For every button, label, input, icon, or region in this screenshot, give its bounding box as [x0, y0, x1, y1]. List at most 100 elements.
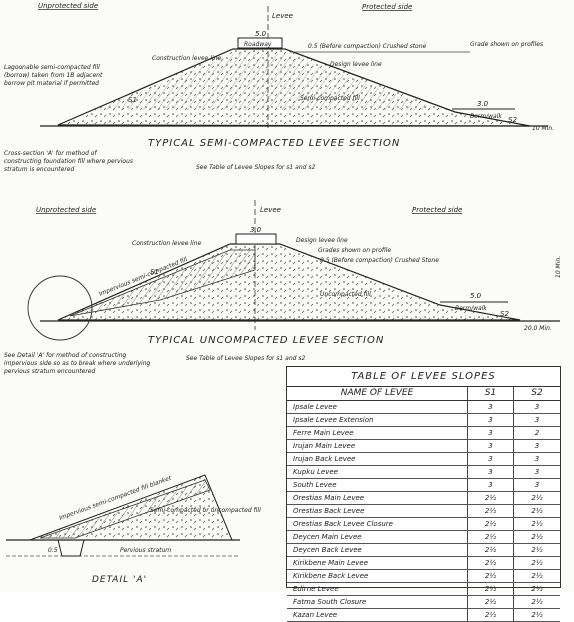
detail-a: Impervious semi-compacted fill blanket S…	[6, 474, 261, 585]
row-s2: 3	[534, 455, 540, 463]
row-name: Kirikbene Back Levee	[287, 570, 468, 582]
cutoff-trench	[57, 539, 85, 557]
roadway-label: Roadway	[244, 41, 272, 48]
row-name: Orestias Back Levee Closure	[287, 518, 468, 530]
detail-callout-circle	[27, 275, 93, 341]
drawing-sheet: Levee Unprotected side Protected side 5.…	[4, 2, 562, 622]
section-title-2: TYPICAL UNCOMPACTED LEVEE SECTION	[148, 335, 384, 346]
row-s2: 2½	[531, 572, 543, 580]
row-name: Deycen Main Levee	[287, 531, 468, 543]
row-name: Kupku Levee	[287, 466, 468, 478]
row-s1: 2½	[468, 583, 514, 595]
detail-pervious-label: Pervious stratum	[120, 547, 171, 554]
levee-drawing: Levee Unprotected side Protected side 5.…	[4, 2, 562, 585]
roadway-box	[237, 37, 283, 49]
s1-label-2: S1	[150, 268, 159, 276]
borrow-note: Lagoonable semi-compacted fill (borrow) …	[4, 64, 103, 87]
row-s2: 2½	[531, 520, 543, 528]
row-name: Edirne Levee	[287, 583, 468, 595]
row-s1: 3	[468, 414, 514, 426]
row-s2: 3	[534, 442, 540, 450]
row-s1: 2½	[468, 492, 514, 504]
row-s2: 2½	[531, 585, 543, 593]
grades-note: Grades shown on profile	[318, 247, 391, 254]
left-note-box: Cross-section 'A' for method of construc…	[4, 150, 133, 173]
row-s1: 3	[468, 466, 514, 478]
design-line-note-2: Design levee line	[296, 237, 348, 244]
compaction-note: 0.5 (Before compaction) Crushed stone	[308, 43, 427, 50]
table-header: NAME OF LEVEE S1 S2	[287, 387, 560, 401]
unprotected-side-label-2: Unprotected side	[36, 206, 96, 214]
borrow-note-box: Lagoonable semi-compacted fill (borrow) …	[4, 64, 103, 87]
left-note-2: See Detail 'A' for method of constructin…	[4, 352, 151, 375]
protected-side-label: Protected side	[362, 3, 412, 11]
impervious-fill	[69, 249, 256, 317]
unprotected-side-label: Unprotected side	[38, 2, 98, 10]
row-s2: 3	[534, 416, 540, 424]
berm-label: Berm/walk	[470, 113, 502, 120]
row-s2: 2½	[531, 507, 543, 515]
row-name: Deycen Back Levee	[287, 544, 468, 556]
detail-dim: 0.5	[48, 547, 58, 554]
s2-label: S2	[508, 116, 517, 124]
row-s2: 2½	[531, 559, 543, 567]
width-note: 10 Min.	[532, 125, 554, 132]
crown-width-dim: 5.0	[255, 30, 267, 38]
berm-width-dim: 3.0	[477, 100, 489, 108]
semi-compacted-section: Levee Unprotected side Protected side 5.…	[4, 2, 554, 173]
grade-shown-note: Grade shown on profiles	[470, 41, 543, 48]
row-name: Fatma South Closure	[287, 596, 468, 608]
levee-label-2: Levee	[260, 206, 281, 214]
berm-width-dim-2: 5.0	[470, 292, 482, 300]
row-s1: 2½	[468, 544, 514, 556]
height-note: 10 Min.	[555, 256, 562, 278]
row-s2: 2½	[531, 598, 543, 606]
semi-fill-label: Semi-compacted fill	[300, 95, 360, 102]
row-s2: 2½	[531, 533, 543, 541]
row-name: Kazan Levee	[287, 609, 468, 621]
detail-semi-label: Semi-compacted or uncompacted fill	[150, 507, 261, 514]
row-s1: 3	[468, 453, 514, 465]
row-name: Ferre Main Levee	[287, 427, 468, 439]
s2-label-2: S2	[500, 310, 509, 318]
row-s1: 3	[468, 401, 514, 413]
detail-title: DETAIL 'A'	[92, 575, 147, 585]
width-note-2: 20.0 Min.	[524, 325, 552, 332]
row-name: Orestias Main Levee	[287, 492, 468, 504]
row-name: Kirikbene Main Levee	[287, 557, 468, 569]
row-s1: 2½	[468, 596, 514, 608]
row-name: Irujan Main Levee	[287, 440, 468, 452]
row-s2: 2½	[531, 611, 543, 619]
header-s2: S2	[531, 388, 543, 398]
left-note: Cross-section 'A' for method of construc…	[4, 150, 133, 173]
s1-label: S1	[128, 96, 137, 104]
row-s2: 3	[534, 468, 540, 476]
section-title: TYPICAL SEMI-COMPACTED LEVEE SECTION	[148, 138, 400, 149]
left-note-box-2: See Detail 'A' for method of constructin…	[4, 352, 151, 375]
row-s2: 2	[534, 429, 540, 437]
protected-side-label-2: Protected side	[412, 206, 462, 214]
levee-slopes-table: TABLE OF LEVEE SLOPES NAME OF LEVEE S1 S…	[286, 366, 561, 622]
row-s1: 3	[468, 440, 514, 452]
row-s1: 3	[468, 479, 514, 491]
row-name: Irujan Back Levee	[287, 453, 468, 465]
row-name: Ipsale Levee Extension	[287, 414, 468, 426]
detail-impervious	[39, 479, 211, 539]
header-name: NAME OF LEVEE	[287, 387, 468, 400]
row-s1: 3	[468, 427, 514, 439]
semi-compacted-fill	[95, 54, 440, 110]
construction-line-note-2: Construction levee line	[132, 240, 201, 247]
